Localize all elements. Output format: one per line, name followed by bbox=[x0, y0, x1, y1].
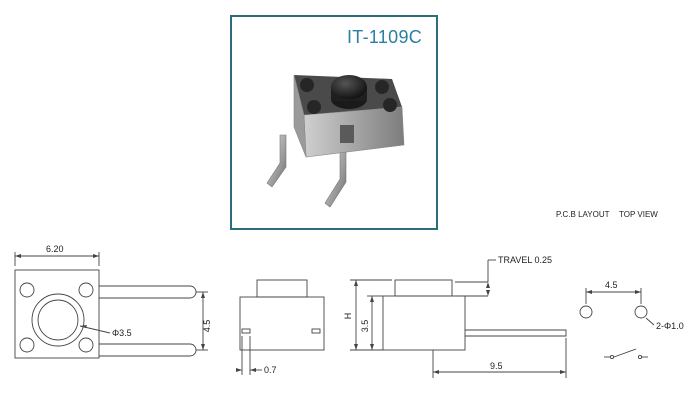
dim-pcb-spacing: 4.5 bbox=[605, 280, 618, 290]
dim-height-side: 4.5 bbox=[202, 320, 212, 333]
top-view-drawing bbox=[14, 252, 208, 359]
dim-body-height: 3.5 bbox=[360, 320, 370, 333]
front-view-drawing bbox=[236, 279, 325, 375]
dim-total-height: H bbox=[343, 313, 353, 320]
dim-hole-dia: 2-Φ1.0 bbox=[656, 321, 684, 331]
model-title: IT-1109C bbox=[347, 27, 423, 47]
dim-pin-length: 9.5 bbox=[490, 361, 503, 371]
dim-button-dia: Φ3.5 bbox=[112, 328, 132, 338]
switch-photo bbox=[266, 74, 405, 208]
pcb-layout-drawing bbox=[579, 288, 655, 360]
top-view-label: TOP VIEW bbox=[619, 210, 658, 219]
product-photo-frame: IT-1109C bbox=[230, 15, 438, 230]
dim-pin-pitch: 0.7 bbox=[264, 365, 277, 375]
travel-label: TRAVEL 0.25 bbox=[498, 255, 552, 265]
pcb-layout-label: P.C.B LAYOUT bbox=[556, 210, 610, 219]
dim-width: 6.20 bbox=[46, 244, 64, 254]
side-view-drawing bbox=[350, 259, 567, 378]
